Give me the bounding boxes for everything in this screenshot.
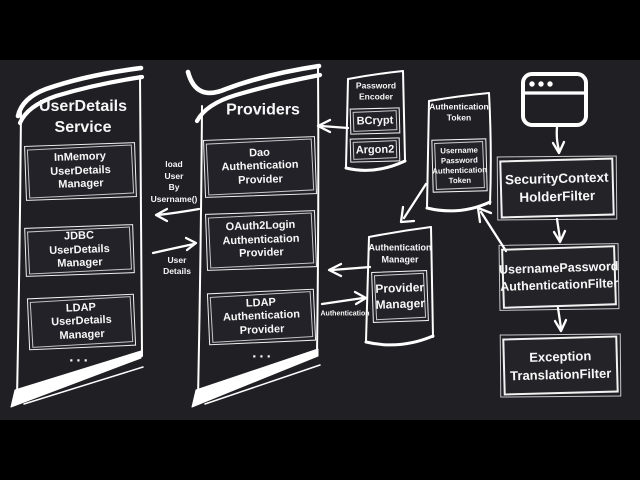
password-encoder-panel-outline	[344, 70, 407, 172]
box-label: Exception TranslationFilter	[509, 347, 612, 383]
box-bcrypt: BCrypt	[349, 107, 401, 135]
authentication-manager-title: Authentication Manager	[368, 242, 432, 265]
arrow-authtoken-to-authmanager	[399, 182, 428, 224]
providers-ellipsis: ...	[252, 344, 274, 362]
letterbox-top	[0, 0, 640, 60]
browser-window-icon	[521, 72, 588, 127]
box-username-password-authentication-token: Username Password Authentication Token	[431, 138, 488, 193]
providers-title: Providers	[226, 101, 300, 119]
authentication-token-panel-outline	[425, 92, 492, 213]
box-exception-translation-filter: Exception TranslationFilter	[502, 335, 619, 396]
arrow-upafilter-to-authtoken	[476, 206, 508, 253]
box-label: LDAP Authentication Provider	[222, 296, 301, 337]
box-security-context-holder-filter: SecurityContext HolderFilter	[499, 157, 615, 219]
label-load-user-by-username: load User By Username()	[150, 159, 198, 204]
arrow-passwordencoder-to-providers	[316, 118, 350, 134]
box-username-password-authentication-filter: UsernamePassword AuthenticationFilter	[498, 245, 619, 309]
box-label: JDBC UserDetails Manager	[49, 229, 110, 271]
box-provider-manager: Provider Manager	[371, 270, 429, 323]
box-label: Dao Authentication Provider	[221, 146, 299, 187]
authentication-manager-panel-outline	[364, 226, 435, 347]
box-label: Argon2	[355, 143, 395, 157]
arrow-userdetails-to-providers	[151, 236, 198, 255]
userdetails-ellipsis: ...	[69, 348, 91, 366]
box-argon2: Argon2	[349, 137, 401, 163]
box-label: UsernamePassword AuthenticationFilter	[498, 258, 619, 294]
letterbox-bottom	[0, 420, 640, 480]
label-user-details: User Details	[163, 255, 191, 276]
box-ldap-userdetails-manager: LDAP UserDetails Manager	[26, 293, 137, 351]
arrow-providers-to-userdetails	[154, 207, 201, 223]
arrow-providers-to-providermanager	[320, 290, 368, 306]
arrow-schfilter-to-upafilter	[552, 217, 567, 244]
arrow-authmanager-to-providers	[327, 262, 372, 278]
arrow-upafilter-to-etfilter	[553, 306, 568, 333]
box-label: OAuth2Login Authentication Provider	[222, 219, 300, 261]
box-ldap-authentication-provider: LDAP Authentication Provider	[206, 288, 317, 346]
password-encoder-title: Password Encoder	[355, 80, 397, 102]
label-authentication: Authentication	[320, 310, 370, 318]
userdetails-service-panel-outline	[10, 65, 145, 408]
box-label: Username Password Authentication Token	[432, 145, 488, 185]
providers-panel-outline	[185, 63, 323, 408]
userdetails-service-title: UserDetails Service	[38, 98, 128, 136]
box-jdbc-userdetails-manager: JDBC UserDetails Manager	[24, 224, 135, 277]
box-label: BCrypt	[356, 114, 394, 128]
box-label: Provider Manager	[375, 280, 426, 312]
box-label: InMemory UserDetails Manager	[50, 150, 111, 192]
arrow-browser-to-schfilter	[551, 125, 566, 155]
box-inmemory-userdetails-manager: InMemory UserDetails Manager	[24, 142, 137, 201]
authentication-token-title: Authentication Token	[429, 101, 489, 123]
box-dao-authentication-provider: Dao Authentication Provider	[203, 136, 317, 198]
box-oauth2login-authentication-provider: OAuth2Login Authentication Provider	[205, 210, 317, 271]
box-label: SecurityContext HolderFilter	[504, 169, 609, 205]
box-label: LDAP UserDetails Manager	[50, 301, 112, 342]
